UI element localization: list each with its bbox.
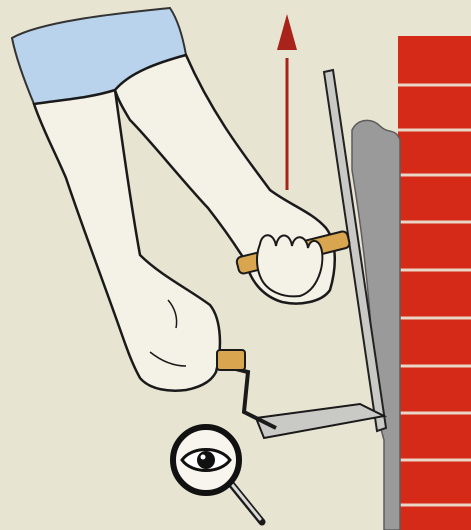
plaster-layer <box>352 120 400 530</box>
magnifier-eye-icon <box>173 427 262 522</box>
brick-wall <box>398 36 471 530</box>
trowel-blade <box>256 404 384 438</box>
lower-trowel <box>217 350 384 438</box>
trowel-handle <box>217 350 245 370</box>
up-arrow-icon <box>277 14 297 190</box>
